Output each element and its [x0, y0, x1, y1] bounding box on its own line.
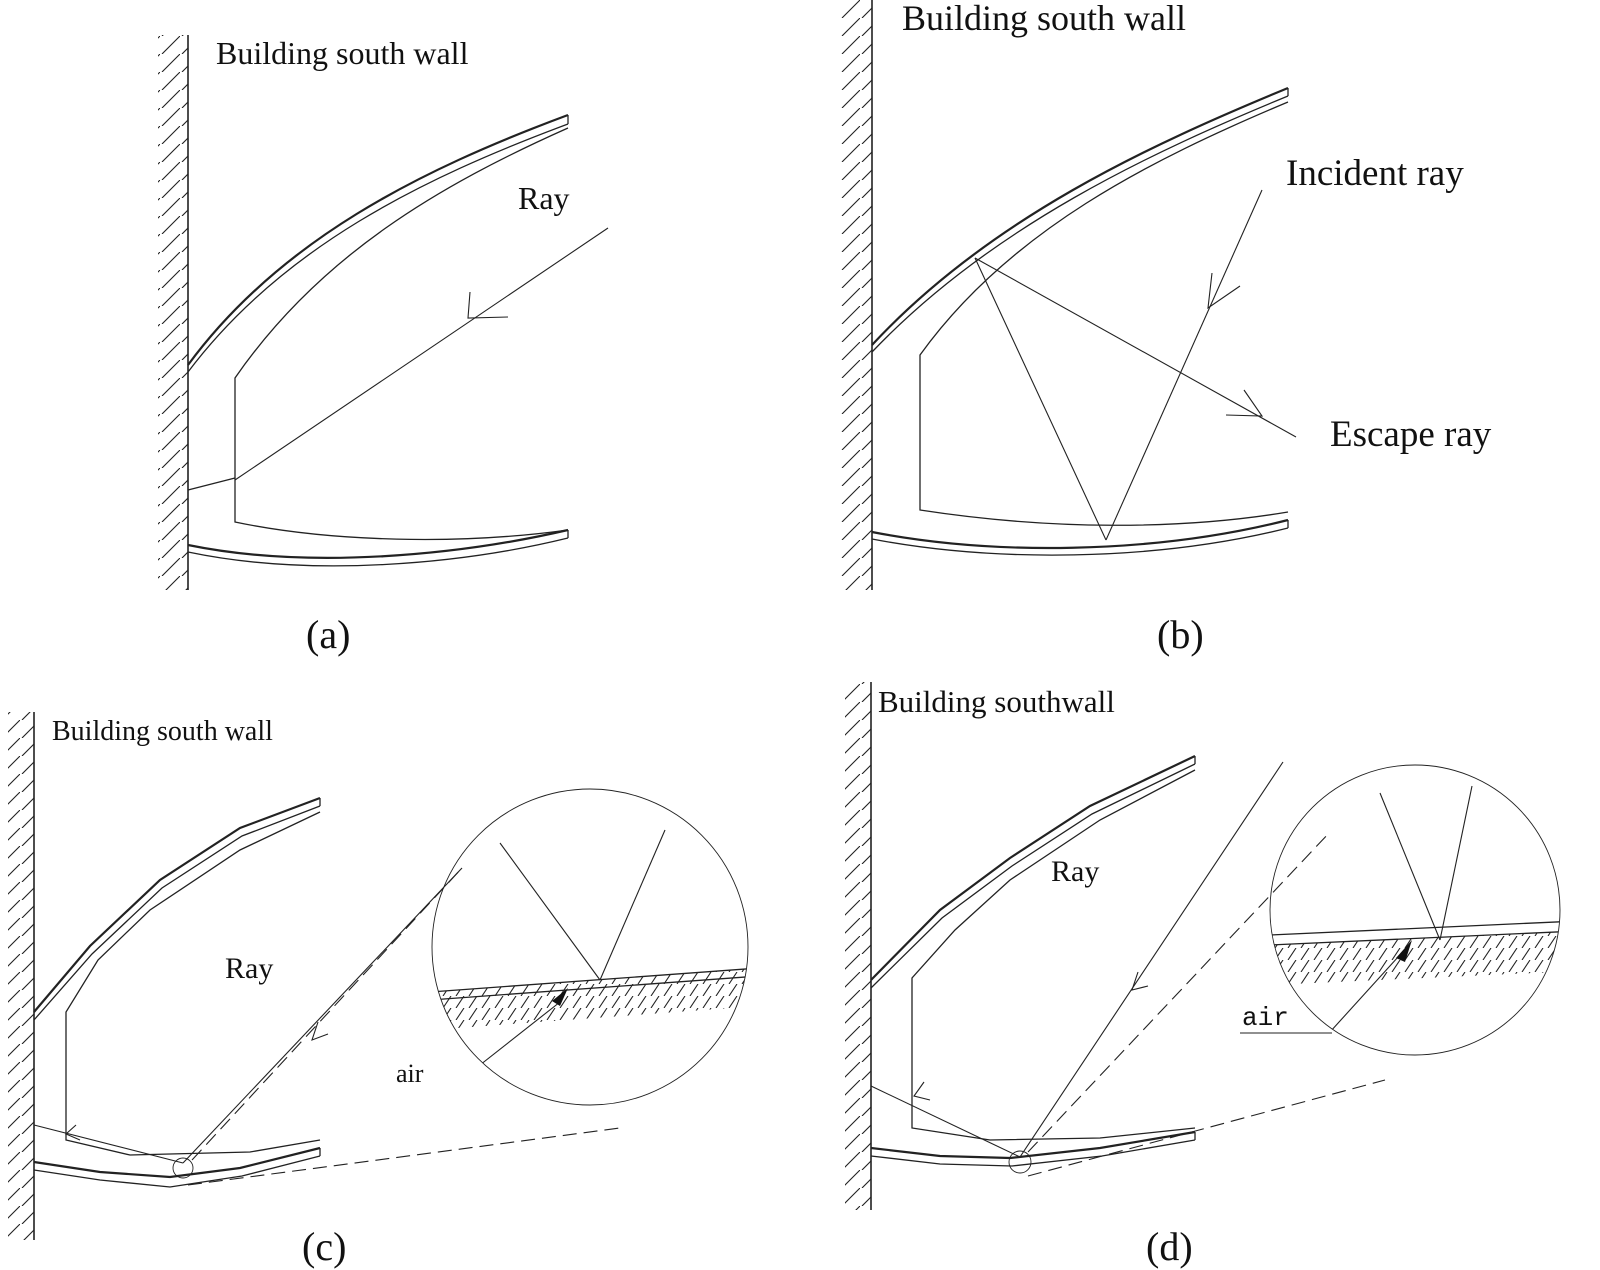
south-wall-a	[158, 35, 189, 590]
wall-label-a: Building south wall	[216, 35, 469, 71]
wall-label-c: Building south wall	[52, 716, 273, 747]
absorber-frame-c	[65, 811, 321, 1156]
magnified-detail-c	[431, 788, 749, 1106]
ray-a	[234, 227, 609, 481]
rays-c	[33, 867, 621, 1186]
absorber-frame-d	[911, 769, 1196, 1141]
collector-cover-c	[33, 796, 321, 1188]
ray-label-a: Ray	[518, 180, 570, 216]
air-label-d: air	[1242, 1003, 1289, 1033]
caption-b: (b)	[1157, 612, 1204, 657]
south-wall-b	[840, 0, 873, 590]
escape-label-b: Escape ray	[1330, 414, 1492, 455]
rays-d	[870, 761, 1386, 1177]
ray-label-d: Ray	[1051, 855, 1099, 888]
panel-c: Building south wall Ray air (c)	[8, 712, 749, 1269]
ray-label-c: Ray	[225, 952, 273, 985]
wall-label-d: Building southwall	[878, 684, 1115, 719]
south-wall-c	[8, 712, 35, 1240]
incident-label-b: Incident ray	[1286, 153, 1464, 194]
absorber-frame-b	[919, 101, 1289, 526]
panel-b: Building south wall Incident ray Escape …	[840, 0, 1492, 657]
collector-cover-a	[187, 113, 569, 567]
caption-d: (d)	[1146, 1224, 1193, 1269]
caption-c: (c)	[302, 1224, 346, 1269]
south-wall-d	[845, 682, 872, 1210]
magnified-detail-d	[1240, 764, 1561, 1056]
rays-b	[974, 189, 1297, 541]
absorber-frame-a	[187, 127, 569, 541]
collector-cover-d	[870, 755, 1196, 1167]
air-label-c: air	[396, 1059, 424, 1088]
caption-a: (a)	[306, 612, 350, 657]
panel-d: Building southwall Ray air (d)	[845, 682, 1561, 1269]
wall-label-b: Building south wall	[902, 0, 1186, 38]
panel-a: Building south wall Ray (a)	[158, 35, 609, 657]
collector-cover-b	[871, 86, 1289, 556]
